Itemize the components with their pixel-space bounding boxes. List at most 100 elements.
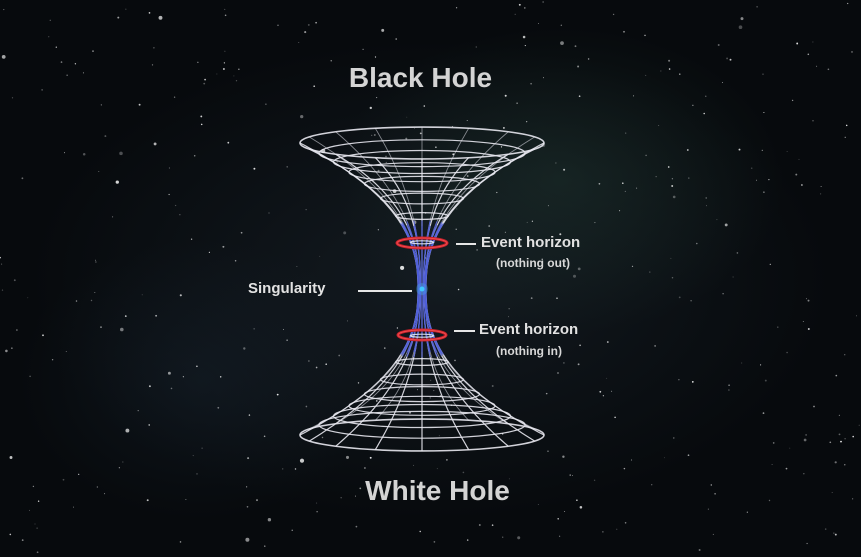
meridian-line [308, 289, 419, 442]
star [547, 205, 549, 207]
throat-line [406, 221, 420, 289]
star [400, 265, 405, 270]
star [153, 46, 155, 49]
star [264, 545, 266, 547]
star [555, 162, 557, 164]
star [201, 447, 203, 449]
star [104, 135, 107, 138]
star [11, 347, 13, 349]
star [118, 467, 121, 469]
star [200, 123, 203, 126]
star [705, 205, 707, 207]
star [307, 23, 310, 26]
star [313, 85, 316, 88]
star [369, 106, 372, 110]
star [756, 179, 757, 181]
star [847, 2, 849, 5]
star [438, 435, 440, 437]
event-horizon-bottom-ring-highlight [397, 329, 447, 341]
star [0, 256, 1, 259]
star [624, 522, 627, 524]
star [304, 31, 307, 34]
star [253, 167, 256, 170]
star [282, 468, 284, 470]
star [340, 497, 342, 499]
star [167, 371, 171, 375]
star [291, 529, 293, 531]
event-horizon-bottom-note: (nothing in) [496, 344, 562, 358]
star [760, 364, 762, 366]
star [798, 158, 800, 160]
latitude-ring [318, 410, 526, 439]
star [816, 65, 818, 67]
star [174, 204, 177, 207]
star [668, 59, 671, 62]
star [786, 150, 788, 152]
star [300, 114, 304, 119]
star [55, 46, 57, 48]
latitude-ring [363, 175, 481, 192]
star [78, 473, 80, 475]
star [267, 518, 272, 522]
star [736, 252, 739, 254]
star [119, 327, 124, 332]
star [579, 506, 583, 509]
star [574, 45, 577, 48]
latitude-ring [379, 192, 465, 205]
star [9, 533, 12, 536]
star [593, 479, 596, 481]
star [728, 389, 730, 391]
star [724, 223, 728, 227]
star [246, 486, 248, 488]
star [222, 245, 225, 248]
star [95, 261, 97, 263]
latitude-ring [395, 212, 450, 221]
star [268, 212, 270, 214]
star [420, 494, 423, 497]
star [219, 376, 222, 378]
star [384, 347, 386, 349]
latitude-ring [299, 126, 545, 160]
star [576, 499, 578, 502]
star [92, 50, 94, 52]
star [433, 541, 436, 543]
star [518, 3, 521, 6]
star [153, 142, 157, 146]
star [833, 532, 835, 534]
star [541, 258, 543, 260]
star [488, 225, 491, 227]
star [192, 455, 194, 457]
star [545, 392, 548, 395]
meridian-line [422, 289, 470, 451]
star [740, 17, 744, 21]
star [852, 498, 854, 500]
star [224, 8, 226, 10]
star [537, 503, 539, 505]
star [377, 229, 379, 231]
star [234, 260, 237, 262]
star [712, 533, 714, 535]
star [508, 478, 510, 480]
latitude-ring [379, 373, 465, 386]
star [319, 255, 321, 257]
star [856, 315, 858, 317]
star [298, 41, 300, 43]
star [125, 428, 130, 433]
star [631, 265, 634, 268]
star [60, 61, 63, 63]
star [478, 524, 481, 526]
star [343, 231, 347, 235]
star [671, 276, 674, 279]
latitude-ring [409, 240, 435, 245]
star [90, 299, 93, 302]
star [48, 36, 50, 38]
star [543, 77, 544, 79]
star [316, 502, 318, 504]
star [679, 73, 681, 75]
star [122, 461, 124, 463]
star [305, 405, 308, 408]
star [738, 148, 741, 151]
star [578, 95, 581, 98]
latitude-ring [299, 418, 545, 452]
